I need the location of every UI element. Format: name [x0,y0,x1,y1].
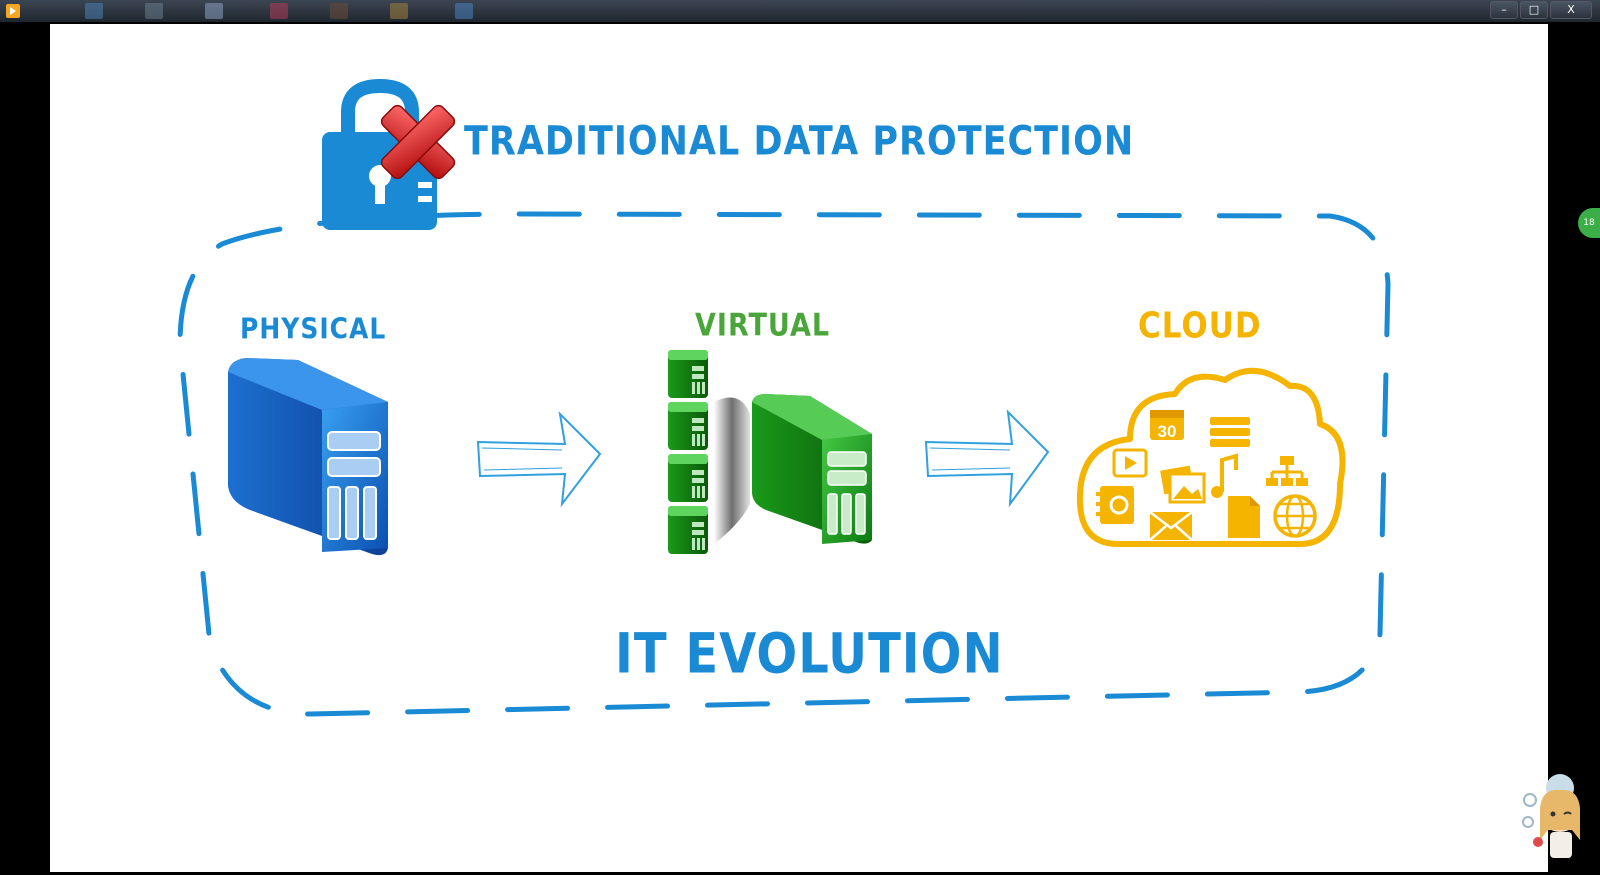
window-controls: – □ X [1488,1,1592,19]
taskbar-thumbnail-icon[interactable] [330,3,348,19]
svg-text:30: 30 [1158,422,1177,441]
virtual-label: VIRTUAL [695,307,831,344]
slide-graphics: 30 [177,78,1391,717]
window-titlebar: – □ X [0,0,1600,22]
physical-server-icon [228,358,388,556]
taskbar-thumbnail-icon[interactable] [270,3,288,19]
slide-title: TRADITIONAL DATA PROTECTION [464,119,1135,165]
app-icon[interactable] [6,4,20,18]
taskbar-thumbnail-icon[interactable] [145,3,163,19]
document-icon [1228,496,1260,538]
taskbar-thumbnail-icon[interactable] [85,3,103,19]
slide-canvas: 30 [50,24,1548,872]
taskbar-thumbnail-icon[interactable] [205,3,223,19]
mascot-icon [1522,774,1580,858]
taskbar-thumbnail-icon[interactable] [455,3,473,19]
cloud-icon: 30 [1076,367,1346,547]
physical-label: PHYSICAL [240,311,387,346]
network-icon [1266,456,1308,486]
calendar-icon: 30 [1150,410,1184,441]
taskbar-thumbnail-icon[interactable] [390,3,408,19]
mail-icon [1149,511,1193,541]
music-icon [1211,453,1238,498]
globe-icon [1273,494,1317,538]
database-icon [1210,417,1250,447]
cloud-label: CLOUD [1138,305,1262,347]
it-evolution-caption: IT EVOLUTION [615,621,1004,687]
virtual-server-icon [668,350,872,554]
minimize-button[interactable]: – [1490,1,1518,19]
arrow-right-icon [476,411,602,508]
image-icon [1160,465,1206,504]
red-x-icon [380,104,456,180]
side-badge[interactable]: 18 [1578,208,1600,238]
close-button[interactable]: X [1550,1,1592,19]
arrow-right-icon [924,409,1050,508]
video-icon [1112,448,1148,478]
address-book-icon [1096,486,1134,524]
maximize-button[interactable]: □ [1520,1,1548,19]
